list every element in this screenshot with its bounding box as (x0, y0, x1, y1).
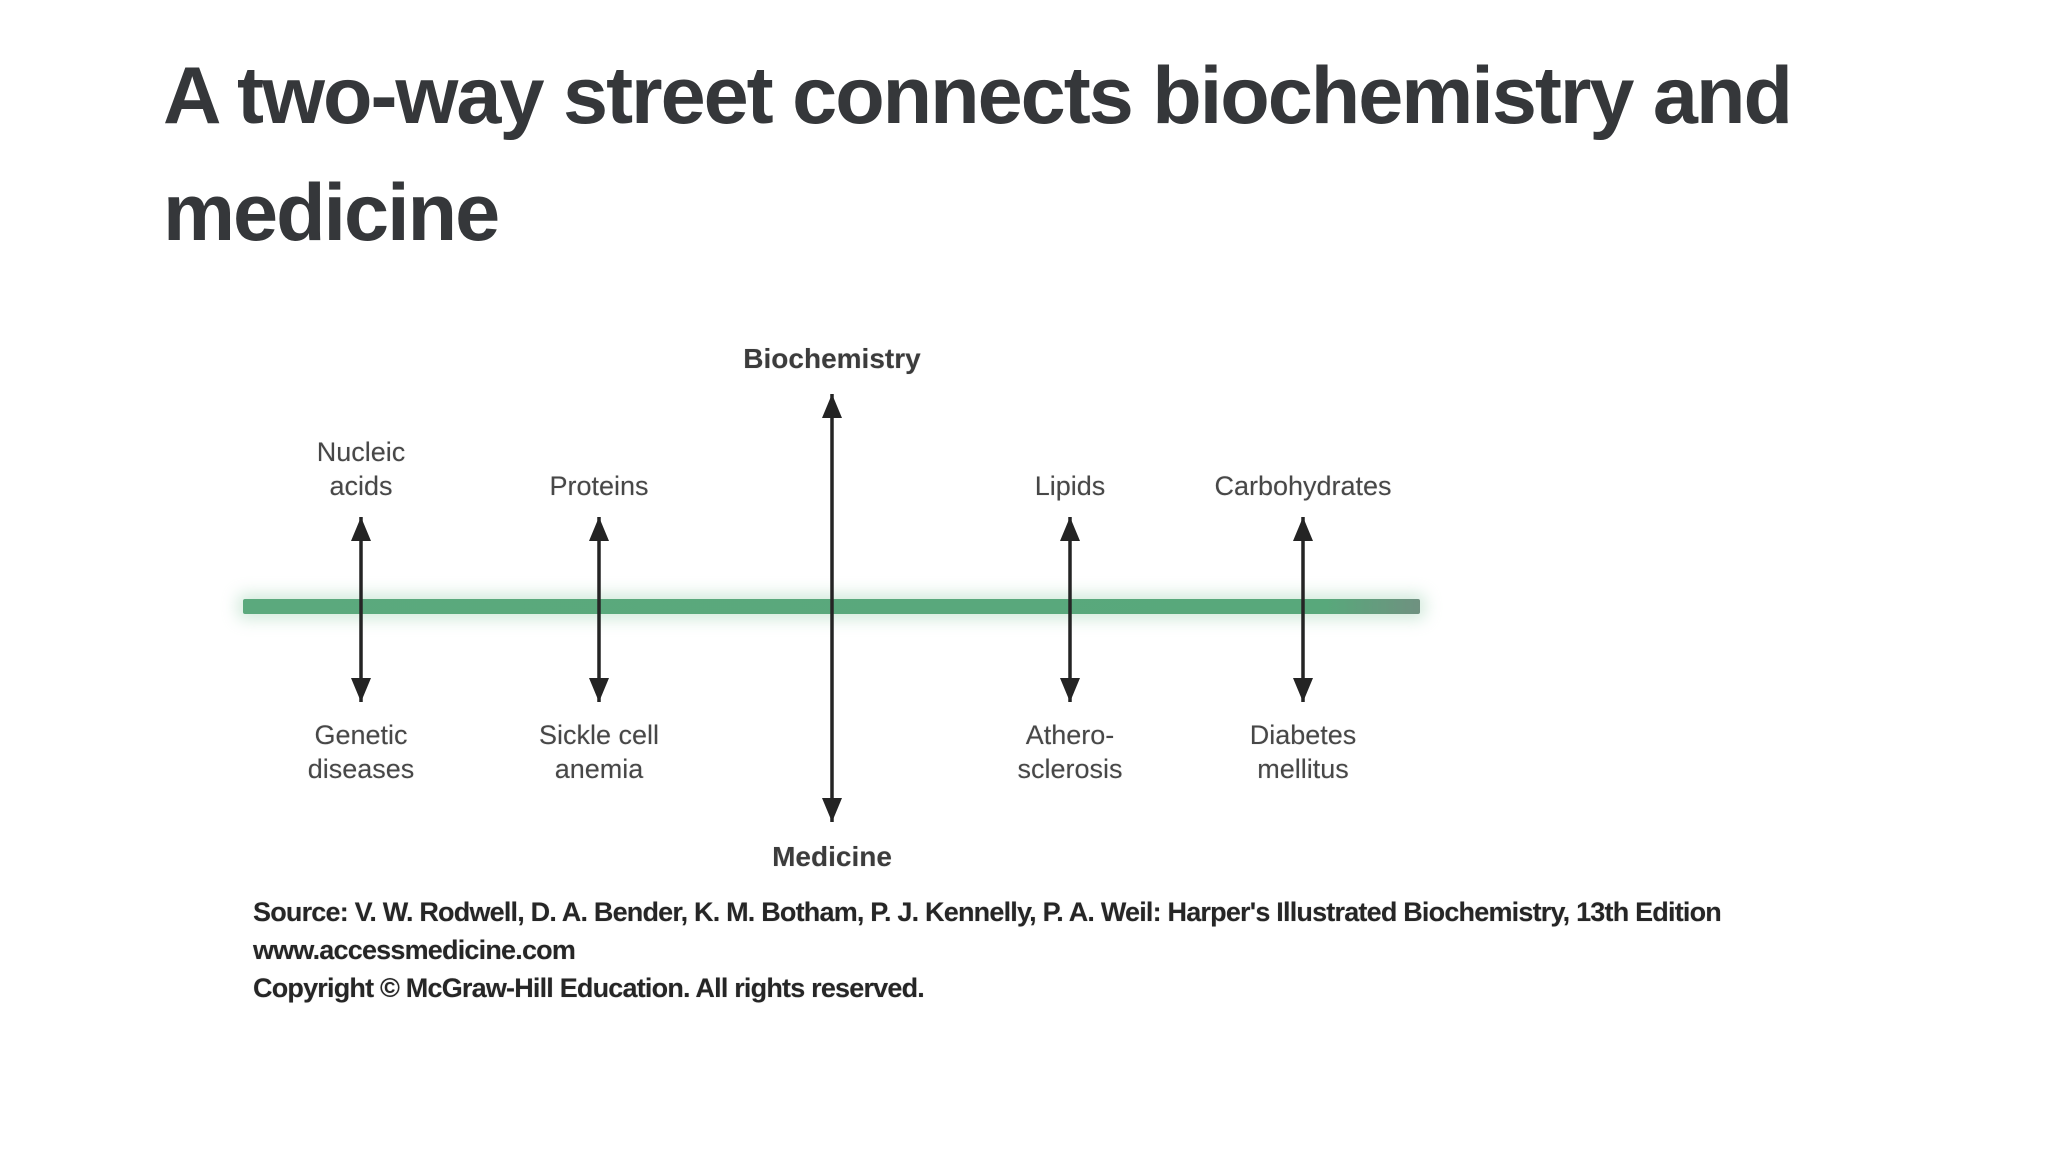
source-citation-line: Source: V. W. Rodwell, D. A. Bender, K. … (253, 897, 1722, 927)
label-lipids: Lipids (1034, 471, 1106, 501)
label-atherosclerosis: Athero- sclerosis (1017, 720, 1123, 784)
label-proteins: Proteins (549, 471, 649, 501)
label-genetic-diseases: Genetic diseases (307, 720, 415, 784)
street-line (243, 599, 1420, 614)
source-block: Source: V. W. Rodwell, D. A. Bender, K. … (253, 893, 1722, 1007)
label-diabetes-mellitus: Diabetes mellitus (1249, 720, 1357, 784)
label-nucleic-acids: Nucleic acids (316, 437, 406, 501)
label-carbohydrates: Carbohydrates (1214, 471, 1392, 501)
source-url-line: www.accessmedicine.com (253, 935, 576, 965)
slide-title: A two-way street connects biochemistry a… (163, 51, 1793, 258)
copyright-line: Copyright © McGraw-Hill Education. All r… (253, 973, 925, 1003)
label-sickle-cell-anemia: Sickle cell anemia (538, 720, 660, 784)
label-medicine: Medicine (772, 841, 892, 872)
label-biochemistry: Biochemistry (743, 343, 921, 374)
